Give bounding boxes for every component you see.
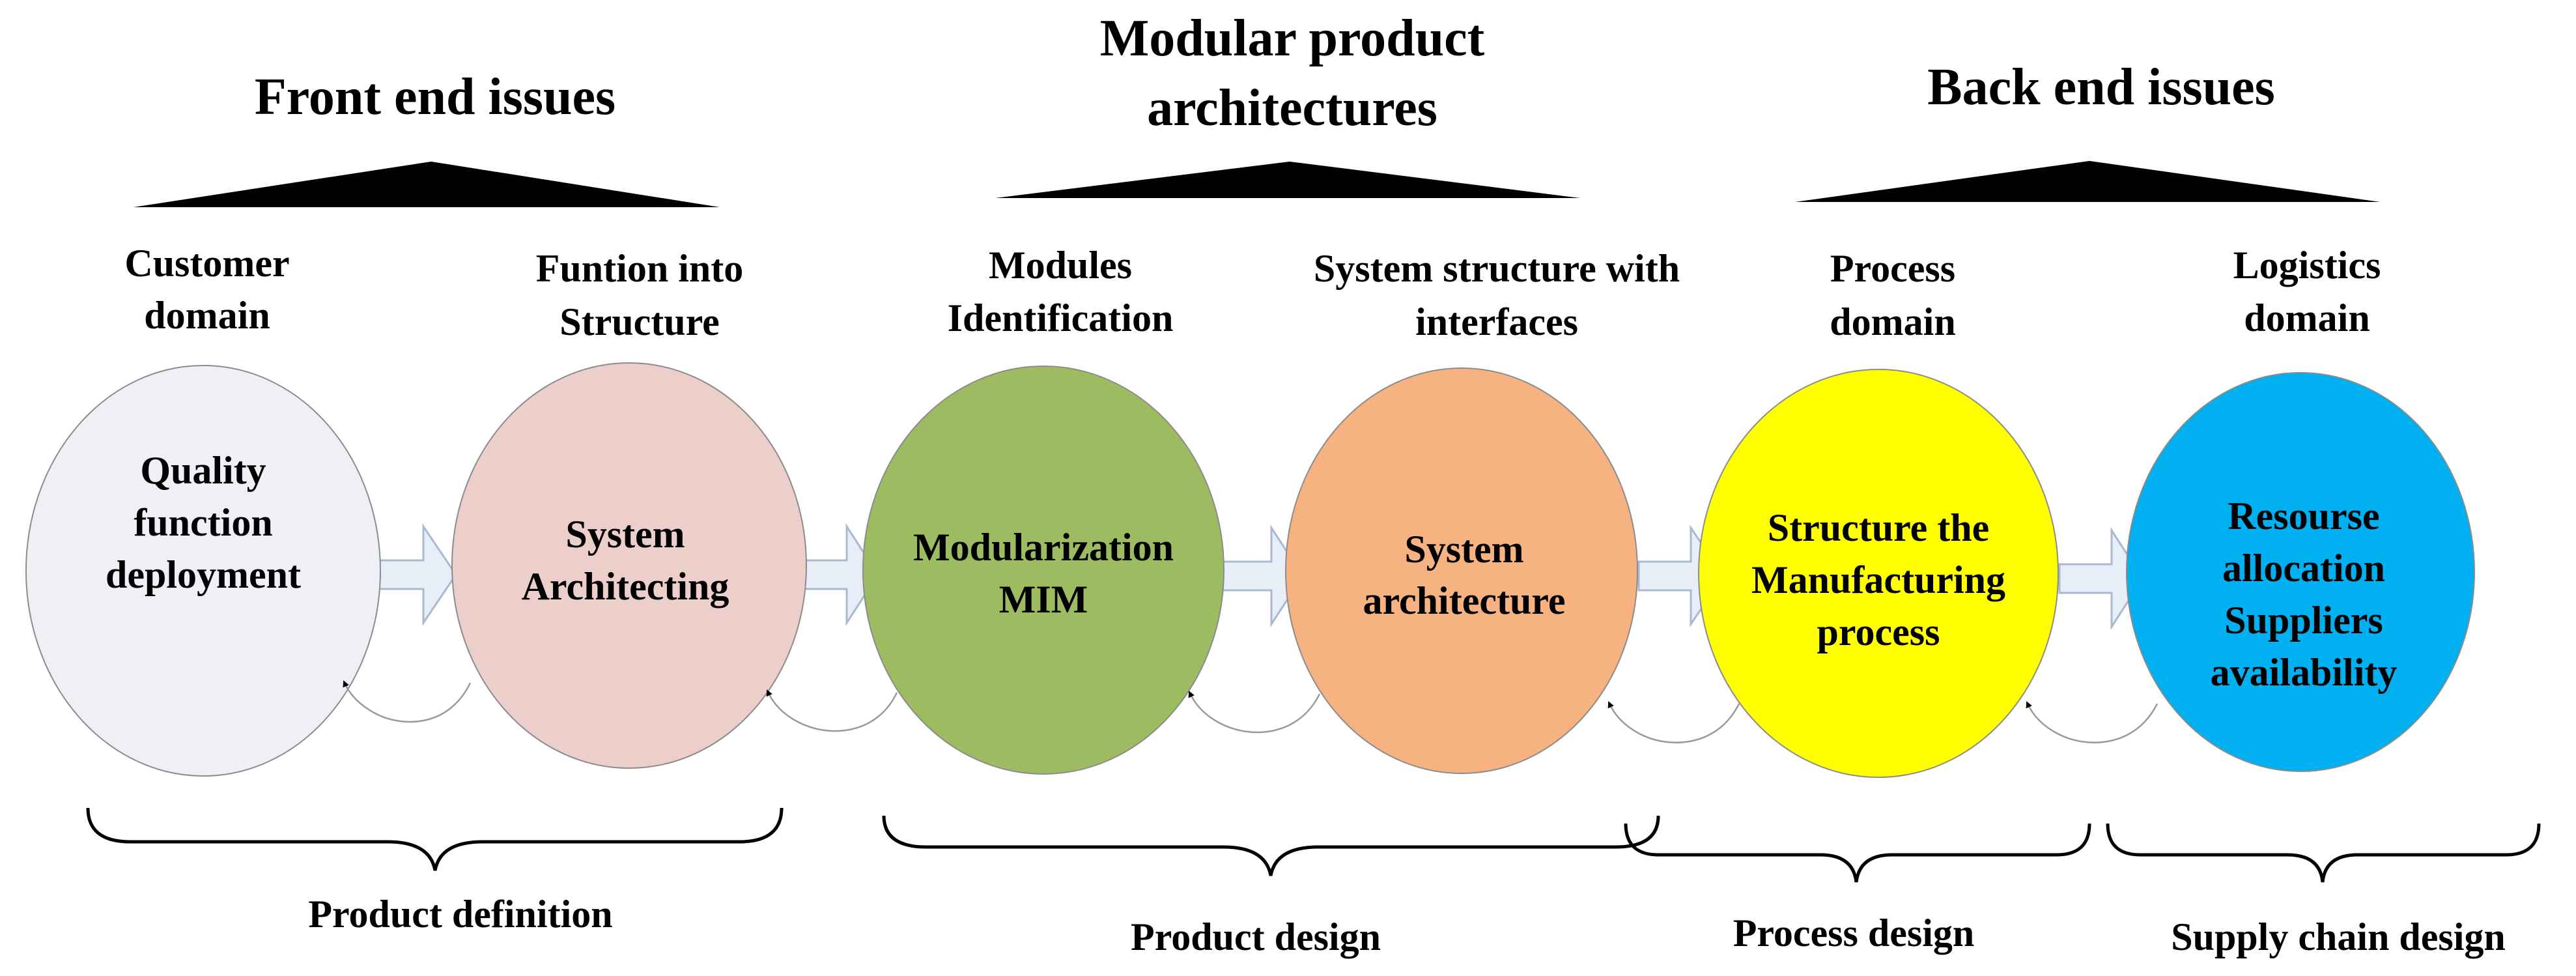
circle-1-label-line-3: deployment (106, 553, 301, 596)
header-front-end: Front end issues (134, 68, 720, 207)
circle-labels: Quality function deployment System Archi… (106, 449, 2397, 694)
circle-6-label-line-2: allocation (2222, 547, 2385, 590)
header-back-end-triangle (1795, 161, 2380, 202)
circle-3-label-line-1: Modularization (913, 526, 1174, 569)
circle-1-label-line-1: Quality (140, 449, 266, 492)
domain-label-6-line-1: Logistics (2233, 244, 2381, 287)
phase-label-supply-chain-design: Supply chain design (2171, 915, 2506, 958)
feedback-arrow-3 (1188, 691, 1321, 734)
circle-2-label-line-2: Architecting (522, 565, 729, 608)
stage-circle-system-architecture (1285, 367, 1638, 774)
feedback-arrow-2 (766, 689, 898, 732)
domain-label-5-line-2: domain (1830, 300, 1955, 343)
header-back-end: Back end issues (1795, 59, 2380, 202)
brace-process-design (1624, 823, 2091, 883)
domain-label-4-line-2: interfaces (1415, 300, 1578, 343)
phase-labels: Product definition Product design Proces… (308, 893, 2505, 958)
feedback-arrow-1 (343, 680, 472, 723)
phase-label-process-design: Process design (1733, 911, 1975, 954)
brace-product-definition (86, 807, 784, 871)
circle-6-label-line-4: availability (2211, 651, 2398, 694)
header-modular: Modular product architectures (995, 10, 1580, 198)
domain-labels: Customer domain Funtion into Structure M… (124, 242, 2381, 343)
domain-label-2-line-2: Structure (559, 300, 720, 343)
stage-circle-system-architecting (451, 362, 807, 769)
circle-3-label-line-2: MIM (999, 578, 1088, 621)
brace-product-design (882, 815, 1660, 876)
domain-label-6-line-2: domain (2244, 296, 2370, 339)
header-front-end-triangle (134, 162, 720, 207)
circle-5-label-line-1: Structure the (1768, 506, 1990, 549)
stage-circles (25, 362, 2475, 778)
stage-circle-resourse-allocation (2126, 372, 2475, 772)
circle-2-label-line-1: System (565, 513, 685, 556)
domain-label-3-line-2: Identification (948, 296, 1174, 339)
header-front-end-title: Front end issues (255, 68, 616, 126)
phase-label-product-definition: Product definition (308, 893, 612, 936)
domain-label-2-line-1: Funtion into (536, 247, 743, 290)
forward-arrow-5 (2058, 526, 2144, 631)
circle-5-label-line-2: Manufacturing (1751, 558, 2005, 601)
stage-circle-quality-function-deployment (25, 365, 381, 777)
header-modular-triangle (995, 162, 1580, 198)
feedback-arrow-4 (1607, 701, 1740, 743)
circle-6-label-line-3: Suppliers (2224, 599, 2383, 642)
feedback-arrows (343, 680, 2158, 743)
brace-supply-chain-design (2106, 823, 2541, 883)
phase-label-product-design: Product design (1131, 915, 1381, 958)
forward-arrow-1 (370, 523, 457, 626)
circle-5-label-line-3: process (1817, 610, 1940, 653)
curly-braces (86, 807, 2541, 883)
domain-label-5-line-1: Process (1830, 247, 1955, 290)
domain-label-3-line-1: Modules (989, 244, 1132, 287)
stage-circle-structure-manufacturing-process (1698, 369, 2059, 778)
header-back-end-title: Back end issues (1927, 59, 2274, 116)
domain-label-1-line-2: domain (144, 294, 270, 337)
header-modular-title-line-1: Modular product (1100, 10, 1485, 67)
circle-4-label-line-2: architecture (1363, 579, 1566, 622)
feedback-arrow-5 (2026, 701, 2158, 743)
header-modular-title-line-2: architectures (1147, 79, 1437, 137)
domain-label-4-line-1: System structure with (1314, 247, 1680, 290)
circle-4-label-line-1: System (1404, 528, 1523, 571)
domain-label-1-line-1: Customer (124, 242, 289, 285)
circle-1-label-line-2: function (134, 501, 272, 544)
circle-6-label-line-1: Resourse (2228, 495, 2379, 538)
stage-circle-modularization-mim (862, 366, 1224, 775)
